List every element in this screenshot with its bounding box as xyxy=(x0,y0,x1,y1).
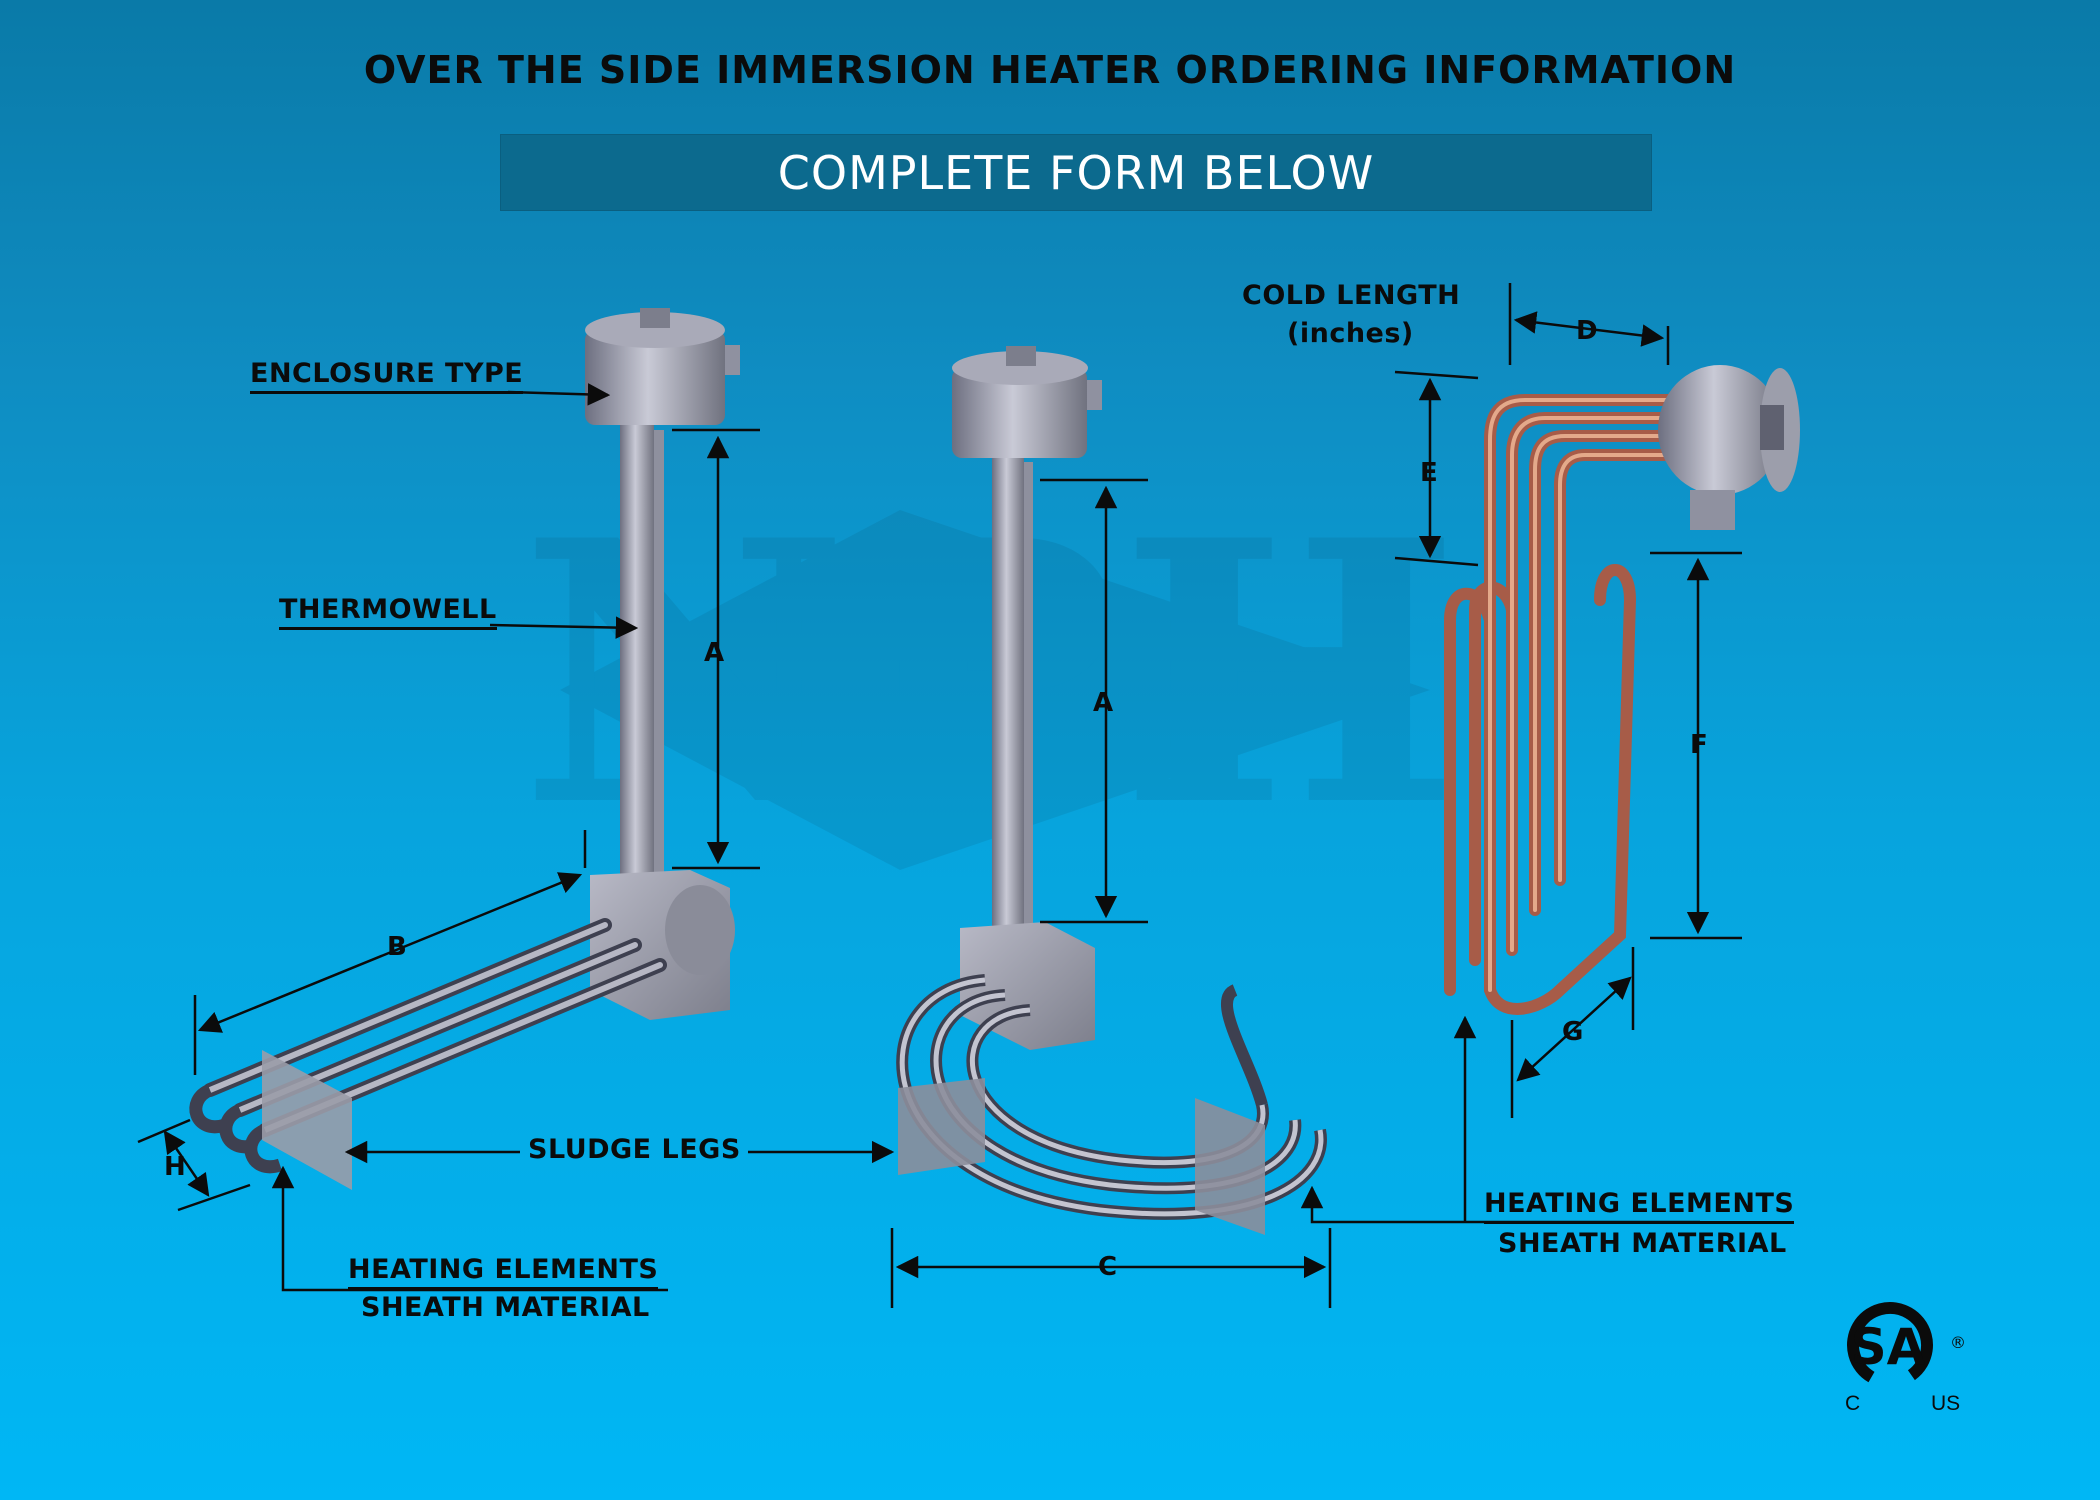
csa-logo: SA ® xyxy=(1847,1302,1966,1388)
sheath-material-label-left: SHEATH MATERIAL xyxy=(361,1292,650,1323)
dimension-d: D xyxy=(1576,316,1598,346)
dimension-a-middle: A xyxy=(1093,688,1114,718)
csa-c-label: C xyxy=(1845,1392,1861,1415)
enclosure-type-label: ENCLOSURE TYPE xyxy=(250,358,524,394)
left-heater xyxy=(189,308,740,1190)
dimension-e: E xyxy=(1420,458,1438,488)
form-banner: COMPLETE FORM BELOW xyxy=(500,134,1652,211)
csa-registered-mark: ® xyxy=(1950,1333,1966,1352)
middle-heater xyxy=(896,346,1327,1235)
cold-length-label: COLD LENGTH xyxy=(1242,280,1461,311)
sludge-legs-label: SLUDGE LEGS xyxy=(528,1134,741,1165)
dimension-f: F xyxy=(1690,730,1708,760)
dimension-b: B xyxy=(387,932,407,962)
csa-logo-text: SA xyxy=(1851,1318,1926,1376)
form-banner-label: COMPLETE FORM BELOW xyxy=(777,145,1375,200)
svg-text:NPH: NPH xyxy=(520,462,1460,885)
thermowell-label: THERMOWELL xyxy=(279,594,497,630)
dimension-g: G xyxy=(1562,1017,1584,1047)
page-title: OVER THE SIDE IMMERSION HEATER ORDERING … xyxy=(363,48,1737,92)
dimension-h: H xyxy=(164,1152,186,1182)
right-heater xyxy=(1444,365,1800,1015)
dimension-lines xyxy=(137,283,1742,1308)
heating-elements-label-right: HEATING ELEMENTS xyxy=(1484,1188,1795,1224)
dimension-a-left: A xyxy=(704,638,725,668)
dimension-c: C xyxy=(1098,1252,1118,1282)
cold-length-units-label: (inches) xyxy=(1287,318,1414,349)
heating-elements-label-left: HEATING ELEMENTS xyxy=(348,1254,659,1290)
sheath-material-label-right: SHEATH MATERIAL xyxy=(1498,1228,1787,1259)
csa-us-label: US xyxy=(1931,1392,1961,1415)
